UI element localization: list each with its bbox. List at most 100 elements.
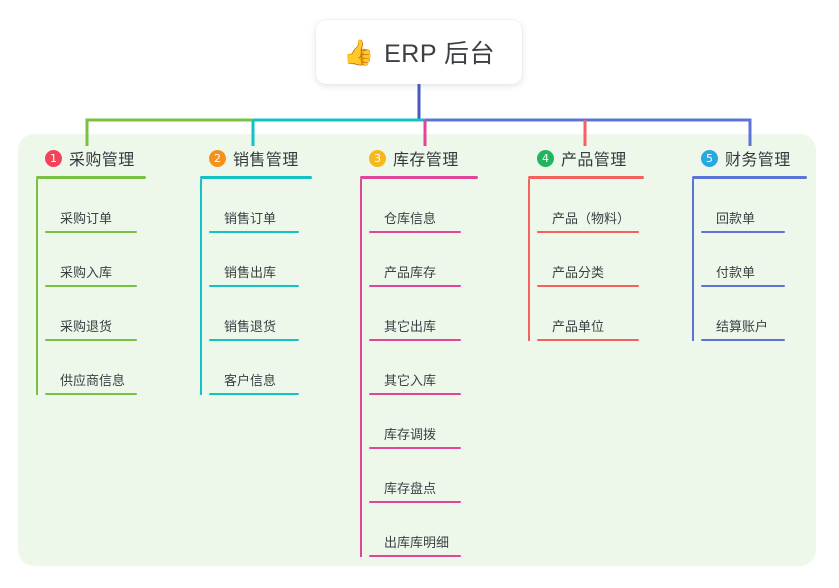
root-node[interactable]: 👍 ERP 后台 bbox=[316, 20, 522, 84]
branch-header-采购管理[interactable]: 1 采购管理 bbox=[36, 145, 146, 171]
branch-spine bbox=[360, 179, 362, 557]
branch-underline bbox=[692, 176, 807, 179]
leaf-underline bbox=[369, 339, 461, 341]
leaf-node[interactable]: 采购入库 bbox=[45, 233, 146, 287]
branch-underline bbox=[360, 176, 478, 179]
branch-underline bbox=[528, 176, 644, 179]
leaf-node[interactable]: 销售订单 bbox=[209, 179, 312, 233]
branches-panel bbox=[18, 134, 816, 566]
leaf-label: 产品库存 bbox=[384, 265, 437, 280]
leaf-node[interactable]: 付款单 bbox=[701, 233, 807, 287]
branch-children: 产品（物料） 产品分类产品单位 bbox=[528, 179, 644, 341]
branch-column-采购管理: 1 采购管理采购订单采购入库采购退货供应商信息 bbox=[36, 145, 146, 395]
leaf-underline bbox=[45, 393, 137, 395]
leaf-underline bbox=[701, 339, 785, 341]
branch-title: 产品管理 bbox=[561, 152, 627, 169]
leaf-label: 产品单位 bbox=[552, 319, 605, 334]
root-title: ERP 后台 bbox=[384, 40, 496, 68]
branch-number-badge: 4 bbox=[537, 149, 554, 167]
leaf-underline bbox=[209, 393, 299, 395]
leaf-underline bbox=[45, 231, 137, 233]
branch-spine bbox=[200, 179, 202, 395]
leaf-label: 供应商信息 bbox=[60, 373, 126, 388]
leaf-node[interactable]: 库存盘点 bbox=[369, 449, 478, 503]
leaf-node[interactable]: 采购订单 bbox=[45, 179, 146, 233]
thumbs-up-icon: 👍 bbox=[342, 37, 375, 67]
leaf-node[interactable]: 销售出库 bbox=[209, 233, 312, 287]
leaf-underline bbox=[209, 285, 299, 287]
leaf-node[interactable]: 采购退货 bbox=[45, 287, 146, 341]
leaf-label: 采购订单 bbox=[60, 211, 113, 226]
leaf-underline bbox=[369, 231, 461, 233]
leaf-underline bbox=[369, 555, 461, 557]
leaf-underline bbox=[537, 285, 639, 287]
leaf-label: 库存调拨 bbox=[384, 427, 437, 442]
branch-underline bbox=[36, 176, 146, 179]
branch-spine bbox=[528, 179, 530, 341]
branch-number-badge: 5 bbox=[701, 149, 718, 167]
branch-header-财务管理[interactable]: 5 财务管理 bbox=[692, 145, 807, 171]
leaf-node[interactable]: 仓库信息 bbox=[369, 179, 478, 233]
leaf-underline bbox=[537, 339, 639, 341]
leaf-label: 付款单 bbox=[716, 265, 756, 280]
leaf-label: 销售出库 bbox=[224, 265, 277, 280]
branch-children: 采购订单采购入库采购退货供应商信息 bbox=[36, 179, 146, 395]
branch-children: 回款单付款单结算账户 bbox=[692, 179, 807, 341]
leaf-node[interactable]: 产品分类 bbox=[537, 233, 644, 287]
branch-header-库存管理[interactable]: 3 库存管理 bbox=[360, 145, 478, 171]
leaf-label: 采购入库 bbox=[60, 265, 113, 280]
leaf-underline bbox=[209, 339, 299, 341]
branch-title: 销售管理 bbox=[233, 152, 299, 169]
leaf-node[interactable]: 产品库存 bbox=[369, 233, 478, 287]
leaf-node[interactable]: 供应商信息 bbox=[45, 341, 146, 395]
leaf-label: 销售订单 bbox=[224, 211, 277, 226]
branch-underline bbox=[200, 176, 312, 179]
branch-number-badge: 2 bbox=[209, 149, 226, 167]
leaf-underline bbox=[701, 231, 785, 233]
branch-number-badge: 3 bbox=[369, 149, 386, 167]
branch-children: 销售订单销售出库销售退货客户信息 bbox=[200, 179, 312, 395]
leaf-label: 其它出库 bbox=[384, 319, 437, 334]
branch-spine bbox=[692, 179, 694, 341]
leaf-node[interactable]: 结算账户 bbox=[701, 287, 807, 341]
leaf-underline bbox=[45, 339, 137, 341]
branch-number-badge: 1 bbox=[45, 149, 62, 167]
branch-column-库存管理: 3 库存管理仓库信息产品库存其它出库其它入库库存调拨库存盘点出库库明细 bbox=[360, 145, 478, 557]
leaf-node[interactable]: 产品单位 bbox=[537, 287, 644, 341]
leaf-label: 其它入库 bbox=[384, 373, 437, 388]
leaf-label: 采购退货 bbox=[60, 319, 113, 334]
leaf-underline bbox=[209, 231, 299, 233]
branch-spine bbox=[36, 179, 38, 395]
leaf-label: 结算账户 bbox=[716, 319, 769, 334]
branch-header-销售管理[interactable]: 2 销售管理 bbox=[200, 145, 312, 171]
leaf-node[interactable]: 出库库明细 bbox=[369, 503, 478, 557]
leaf-node[interactable]: 产品（物料） bbox=[537, 179, 644, 233]
branch-title: 采购管理 bbox=[69, 152, 135, 169]
leaf-node[interactable]: 销售退货 bbox=[209, 287, 312, 341]
branch-title: 财务管理 bbox=[725, 152, 791, 169]
leaf-underline bbox=[369, 285, 461, 287]
branch-title: 库存管理 bbox=[393, 152, 459, 169]
branch-children: 仓库信息产品库存其它出库其它入库库存调拨库存盘点出库库明细 bbox=[360, 179, 478, 557]
leaf-underline bbox=[537, 231, 639, 233]
leaf-label: 库存盘点 bbox=[384, 481, 437, 496]
leaf-label: 产品分类 bbox=[552, 265, 605, 280]
branch-header-产品管理[interactable]: 4 产品管理 bbox=[528, 145, 644, 171]
leaf-label: 客户信息 bbox=[224, 373, 277, 388]
branch-column-产品管理: 4 产品管理产品（物料） 产品分类产品单位 bbox=[528, 145, 644, 341]
leaf-node[interactable]: 回款单 bbox=[701, 179, 807, 233]
leaf-label: 出库库明细 bbox=[384, 535, 450, 550]
branch-column-财务管理: 5 财务管理回款单付款单结算账户 bbox=[692, 145, 807, 341]
leaf-node[interactable]: 库存调拨 bbox=[369, 395, 478, 449]
leaf-underline bbox=[369, 393, 461, 395]
branch-column-销售管理: 2 销售管理销售订单销售出库销售退货客户信息 bbox=[200, 145, 312, 395]
leaf-underline bbox=[369, 447, 461, 449]
leaf-label: 产品（物料） bbox=[552, 211, 631, 226]
leaf-label: 回款单 bbox=[716, 211, 756, 226]
leaf-underline bbox=[369, 501, 461, 503]
leaf-node[interactable]: 其它出库 bbox=[369, 287, 478, 341]
leaf-label: 仓库信息 bbox=[384, 211, 437, 226]
leaf-node[interactable]: 其它入库 bbox=[369, 341, 478, 395]
leaf-node[interactable]: 客户信息 bbox=[209, 341, 312, 395]
